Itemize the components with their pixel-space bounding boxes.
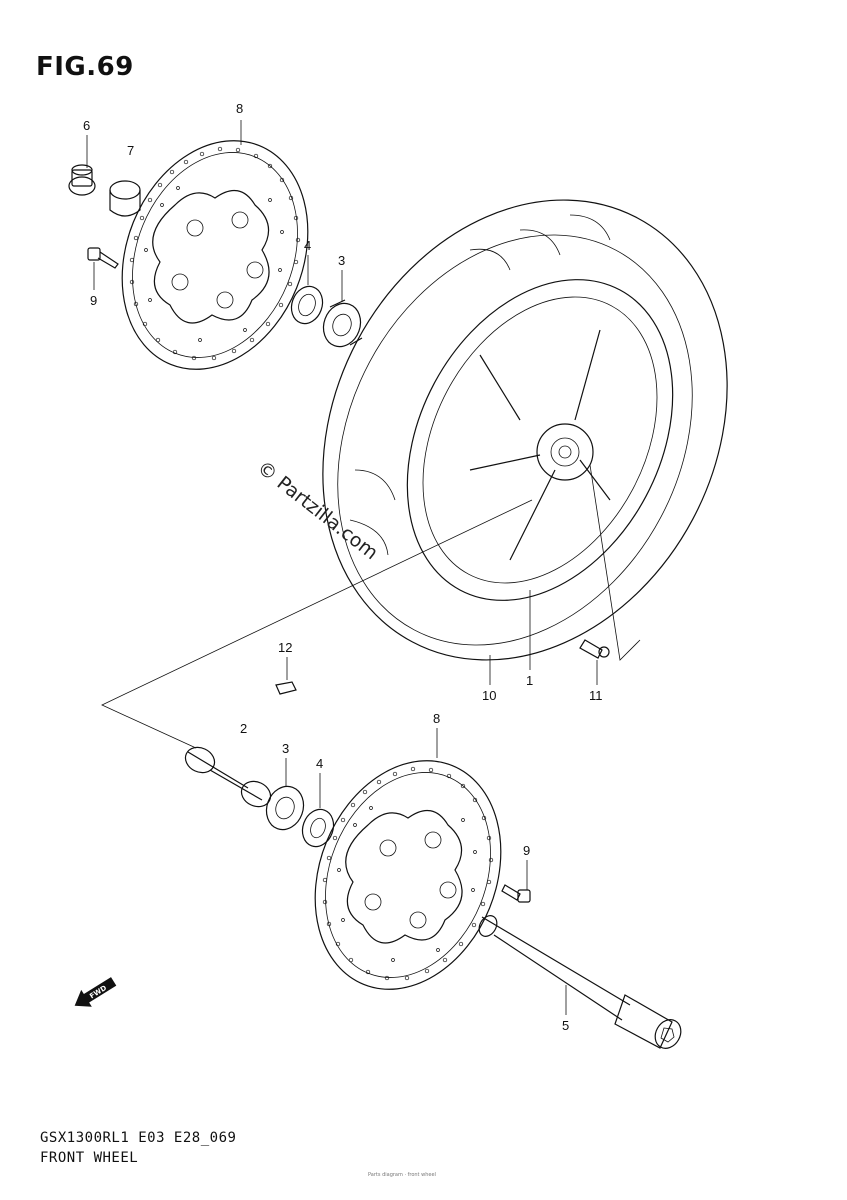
callout-11: 11	[589, 688, 603, 703]
brake-disc-lower[interactable]	[282, 733, 534, 1018]
callout-10: 10	[482, 688, 496, 703]
footer-section-name: FRONT WHEEL	[40, 1150, 139, 1166]
footer-model-code: GSX1300RL1 E03 E28_069	[40, 1130, 237, 1146]
footer-fine-print: Parts diagram · front wheel	[368, 1172, 436, 1178]
figure-footer: GSX1300RL1 E03 E28_069 FRONT WHEEL	[40, 1128, 236, 1168]
callout-6: 6	[83, 118, 90, 133]
disc-vent-holes-lower	[322, 766, 494, 981]
partzilla-watermark: © Partzilla.com	[253, 457, 382, 565]
leader-lines	[86, 120, 641, 1015]
wheel-rim-1[interactable]	[354, 234, 726, 647]
wheel-spacer-2[interactable]	[181, 743, 274, 811]
callout-labels: 8 6 7 9 4 3 12 10 1 11 2 3 4 8 9 5	[83, 101, 603, 1033]
callout-4-upper: 4	[304, 238, 311, 253]
callout-1: 1	[526, 673, 533, 688]
bearing-3-lower[interactable]	[261, 781, 310, 835]
front-tire-10[interactable]	[245, 129, 806, 731]
arrow-fwd-icon: FWD	[74, 977, 117, 1007]
callout-9-lower: 9	[523, 843, 530, 858]
disc-bolt-9-lower[interactable]	[501, 884, 531, 903]
bearing-3-upper[interactable]	[318, 298, 367, 352]
balance-weight-12[interactable]	[275, 681, 297, 695]
oil-seal-4-lower[interactable]	[297, 805, 338, 851]
callout-12: 12	[278, 640, 292, 655]
callout-9-upper: 9	[90, 293, 97, 308]
callout-7: 7	[127, 143, 134, 158]
brake-disc-upper[interactable]	[89, 113, 341, 398]
axle-nut-6[interactable]	[68, 164, 96, 196]
disc-bolt-9-upper[interactable]	[87, 247, 119, 269]
disc-vent-holes-upper	[129, 146, 301, 361]
callout-5: 5	[562, 1018, 569, 1033]
oil-seal-4-upper[interactable]	[286, 282, 327, 328]
callout-8-upper: 8	[236, 101, 243, 116]
callout-2: 2	[240, 721, 247, 736]
figure-title: FIG.69	[36, 52, 134, 82]
callout-4-lower: 4	[316, 756, 323, 771]
callout-8-lower: 8	[433, 711, 440, 726]
fwd-label: FWD	[88, 984, 108, 1001]
collar-spacer-7[interactable]	[109, 180, 141, 217]
callout-3-upper: 3	[338, 253, 345, 268]
front-axle-5[interactable]	[476, 912, 686, 1053]
callout-3-lower: 3	[282, 741, 289, 756]
tire-valve-11[interactable]	[579, 639, 610, 659]
